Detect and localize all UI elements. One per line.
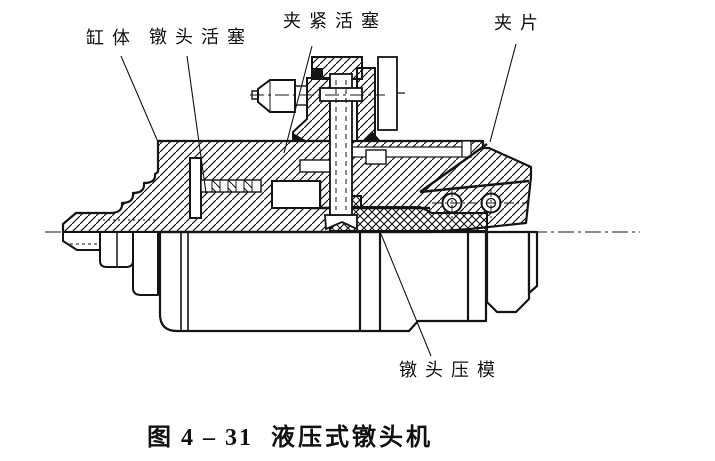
- upset-piston-parts: [189, 140, 472, 231]
- leader-clamp-jaw: [489, 43, 517, 143]
- figure-number: 图 4 – 31: [147, 425, 253, 451]
- figure-title: 液压式镦头机: [271, 425, 433, 451]
- leader-cylinder-body: [120, 55, 159, 143]
- label-clamp-piston: 夹紧活塞: [283, 11, 387, 31]
- leader-clamp-piston: [283, 45, 313, 154]
- label-clamp-jaw: 夹片: [494, 13, 546, 33]
- figure-caption: 图 4 – 31 液压式镦头机: [147, 417, 433, 452]
- label-upset-die: 镦头压模: [399, 360, 503, 380]
- lower-body-outline: [158, 230, 539, 333]
- feed-nozzle-left: [62, 231, 159, 296]
- label-cylinder-body: 缸体: [86, 28, 138, 48]
- clamp-cylinder-assembly: [251, 56, 405, 216]
- clamp-jaw-parts: [419, 143, 530, 218]
- leader-upset-piston: [186, 55, 207, 194]
- centerlines: [45, 94, 640, 233]
- label-upset-piston: 镦头活塞: [149, 27, 253, 47]
- leader-lines: [120, 43, 517, 357]
- leader-upset-die: [380, 233, 432, 357]
